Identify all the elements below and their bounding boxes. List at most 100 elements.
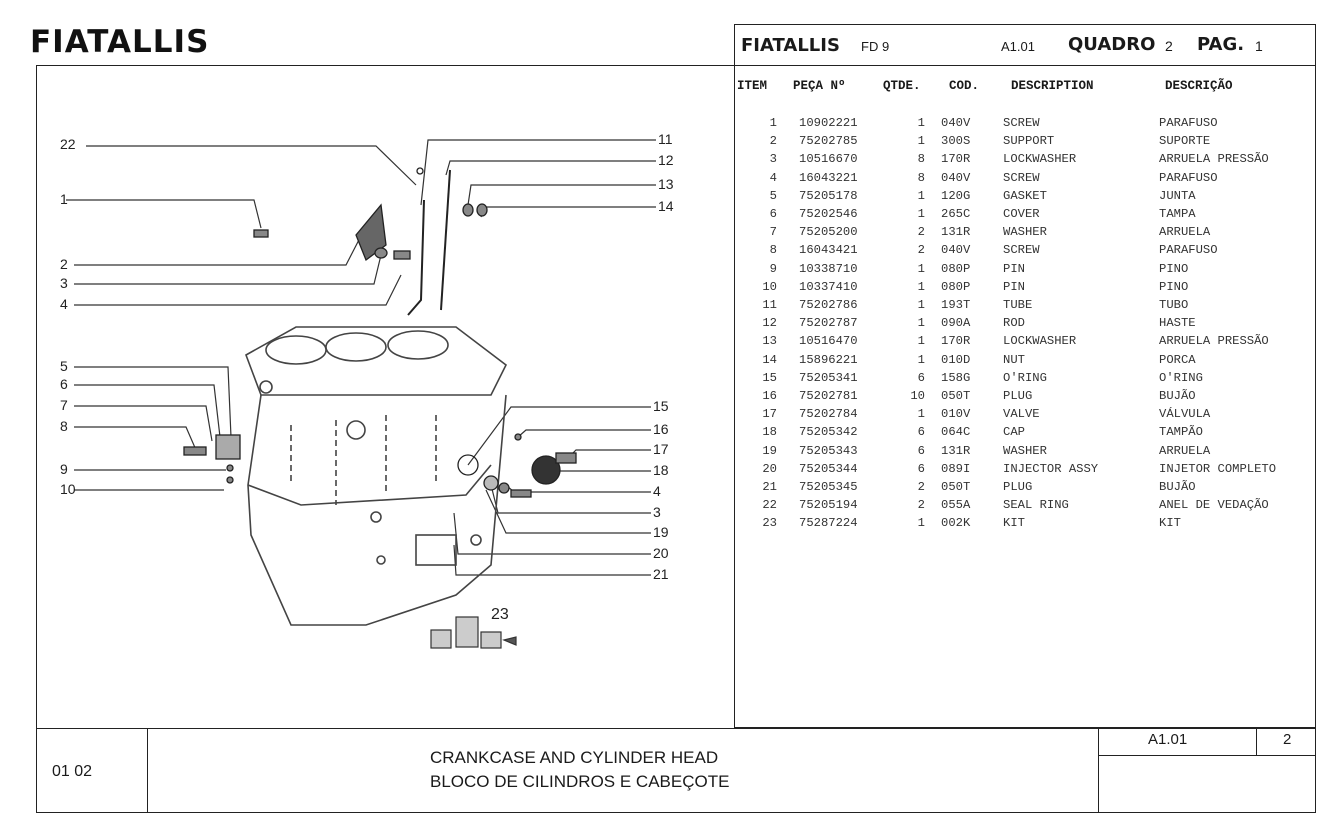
callout-22: 22 bbox=[60, 136, 76, 152]
callout-23: 23 bbox=[491, 606, 509, 623]
cell-quantity: 1 bbox=[917, 352, 925, 367]
footer-title-english: CRANKCASE AND CYLINDER HEAD bbox=[430, 748, 719, 767]
cell-quantity: 1 bbox=[917, 407, 925, 422]
cell-quantity: 8 bbox=[917, 152, 925, 167]
cell-description: COVER bbox=[1003, 207, 1040, 222]
cell-code: 170R bbox=[941, 334, 971, 349]
col-header-qty: QTDE. bbox=[883, 79, 921, 93]
cell-descricao: BUJÃO bbox=[1159, 480, 1196, 495]
cell-quantity: 1 bbox=[917, 116, 925, 130]
callout-3: 3 bbox=[60, 275, 68, 291]
cell-descricao: ARRUELA PRESSÃO bbox=[1159, 152, 1269, 167]
cell-part-number: 75205194 bbox=[799, 498, 858, 513]
cell-part-number: 10516470 bbox=[799, 334, 858, 349]
cell-code: 010D bbox=[941, 352, 971, 367]
callout-11: 11 bbox=[658, 131, 673, 147]
cylinder-bore-1 bbox=[265, 335, 327, 365]
cell-item-number: 18 bbox=[762, 425, 777, 440]
callout-13: 13 bbox=[658, 176, 674, 192]
cell-descricao: PORCA bbox=[1159, 352, 1196, 367]
header-code: A1.01 bbox=[1001, 39, 1035, 54]
parts-list-panel: FIATALLIS FD 9 A1.01 QUADRO 2 PAG. 1 ITE… bbox=[734, 24, 1316, 728]
cell-quantity: 8 bbox=[917, 170, 925, 185]
cell-part-number: 10902221 bbox=[799, 116, 858, 130]
cell-part-number: 75205341 bbox=[799, 370, 858, 385]
footer-title-portuguese: BLOCO DE CILINDROS E CABEÇOTE bbox=[430, 772, 730, 791]
cell-part-number: 75205343 bbox=[799, 443, 858, 458]
leader-15 bbox=[467, 406, 651, 466]
callout-4: 4 bbox=[60, 296, 68, 312]
leader-1 bbox=[66, 199, 262, 229]
callout-4b: 4 bbox=[653, 483, 661, 499]
footer-page-divider bbox=[1256, 728, 1257, 755]
cell-descricao: BUJÃO bbox=[1159, 389, 1196, 404]
cell-quantity: 6 bbox=[917, 443, 925, 458]
leader-14 bbox=[480, 206, 656, 218]
callout-21: 21 bbox=[653, 566, 669, 582]
cell-descricao: PINO bbox=[1159, 261, 1189, 276]
cell-part-number: 75205344 bbox=[799, 461, 858, 476]
leader-13 bbox=[467, 184, 656, 206]
col-header-description: DESCRIPTION bbox=[1011, 79, 1094, 93]
cell-quantity: 2 bbox=[917, 225, 925, 240]
cell-descricao: HASTE bbox=[1159, 316, 1196, 331]
cell-part-number: 75202784 bbox=[799, 407, 858, 422]
cell-code: 064C bbox=[941, 425, 971, 440]
cylinder-bore-3 bbox=[387, 330, 449, 360]
cell-description: O'RING bbox=[1003, 370, 1047, 385]
leader-19 bbox=[485, 489, 651, 534]
block-front-outline bbox=[247, 394, 507, 626]
cell-part-number: 16043221 bbox=[799, 170, 858, 185]
part-support-2 bbox=[355, 203, 387, 262]
cell-item-number: 6 bbox=[769, 207, 777, 222]
callout-8: 8 bbox=[60, 418, 68, 434]
callout-9: 9 bbox=[60, 461, 68, 477]
cell-descricao: ARRUELA PRESSÃO bbox=[1159, 334, 1269, 349]
cell-description: WASHER bbox=[1003, 443, 1047, 458]
leader-20 bbox=[453, 512, 651, 555]
cell-item-number: 12 bbox=[762, 316, 777, 331]
cell-descricao: PARAFUSO bbox=[1159, 116, 1218, 130]
leader-22 bbox=[86, 145, 417, 186]
cell-quantity: 1 bbox=[917, 261, 925, 276]
cell-code: 040V bbox=[941, 116, 971, 130]
cell-description: LOCKWASHER bbox=[1003, 334, 1077, 349]
footer-code-divider bbox=[1098, 755, 1316, 756]
footer-code: A1.01 bbox=[1148, 731, 1188, 748]
cell-code: 120G bbox=[941, 188, 971, 203]
cell-descricao: INJETOR COMPLETO bbox=[1159, 461, 1277, 476]
cell-part-number: 75205200 bbox=[799, 225, 858, 240]
part-cover-6 bbox=[215, 434, 241, 460]
cell-quantity: 2 bbox=[917, 243, 925, 258]
cell-item-number: 19 bbox=[762, 443, 777, 458]
cell-description: SUPPORT bbox=[1003, 134, 1055, 149]
header-model: FD 9 bbox=[861, 39, 890, 54]
cell-quantity: 1 bbox=[917, 516, 925, 531]
cell-code: 050T bbox=[941, 480, 971, 495]
cell-descricao: VÁLVULA bbox=[1159, 407, 1211, 422]
part-nut-13 bbox=[462, 203, 474, 217]
cell-description: PIN bbox=[1003, 279, 1025, 294]
cell-item-number: 5 bbox=[769, 188, 777, 203]
cell-code: 040V bbox=[941, 243, 971, 258]
callout-2: 2 bbox=[60, 256, 68, 272]
cell-quantity: 2 bbox=[917, 498, 925, 513]
callout-6: 6 bbox=[60, 376, 68, 392]
cell-quantity: 6 bbox=[917, 461, 925, 476]
cell-description: LOCKWASHER bbox=[1003, 152, 1077, 167]
cell-description: TUBE bbox=[1003, 298, 1033, 313]
callout-3b: 3 bbox=[653, 504, 661, 520]
cell-code: 010V bbox=[941, 407, 971, 422]
callout-20: 20 bbox=[653, 545, 669, 561]
